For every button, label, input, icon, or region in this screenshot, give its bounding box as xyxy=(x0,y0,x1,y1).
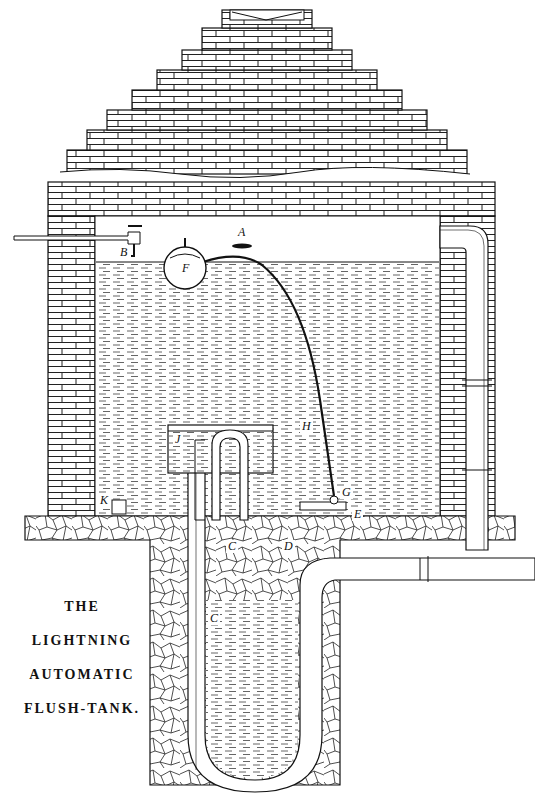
part-letter: D xyxy=(282,540,295,553)
part-letter: J xyxy=(173,433,182,446)
diagram-title: THE LIGHTNING AUTOMATIC FLUSH-TANK. xyxy=(12,590,152,726)
part-letter: A xyxy=(236,226,247,239)
part-letter: C xyxy=(208,612,220,625)
part-letter: G xyxy=(340,486,353,499)
part-letter: K xyxy=(98,494,110,507)
part-letter: B xyxy=(118,246,129,259)
part-letter: E xyxy=(352,508,363,521)
part-letter: C xyxy=(226,540,238,553)
part-letter: H xyxy=(300,420,313,433)
part-letter: F xyxy=(180,262,191,275)
